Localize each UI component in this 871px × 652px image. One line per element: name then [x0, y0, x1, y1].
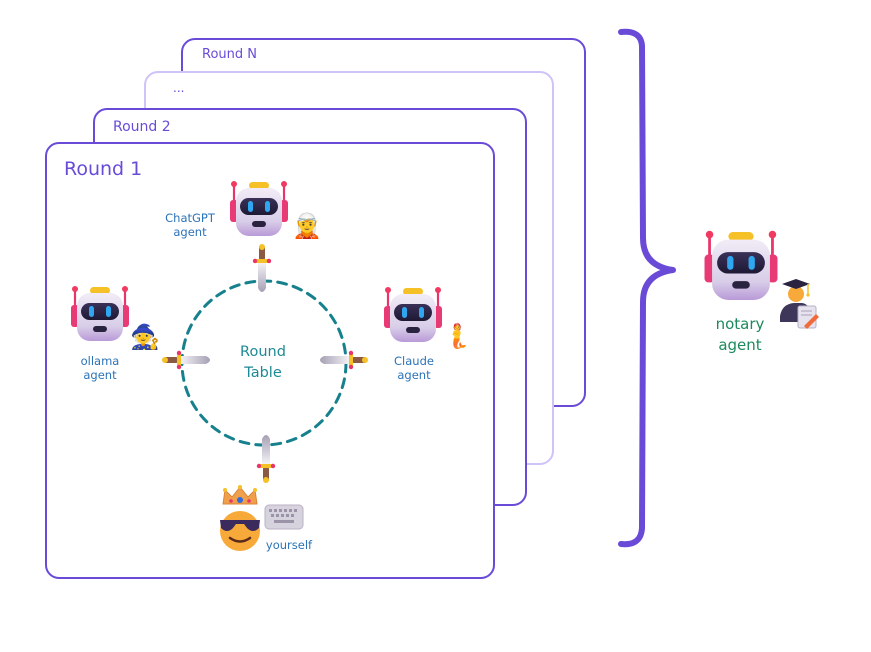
round-title: Round 2	[113, 119, 171, 135]
crowned-sunglasses-face-icon	[220, 485, 260, 551]
yourself-label: yourself	[265, 538, 313, 552]
label-line: ChatGPT	[165, 211, 215, 225]
round-table-label-line1: Round	[240, 344, 286, 360]
curly-brace	[618, 28, 676, 548]
claude-robot-icon	[382, 286, 444, 344]
chatgpt-robot-icon	[228, 180, 290, 238]
mage-icon: 🧙	[130, 323, 160, 351]
dagger-icon	[252, 244, 272, 298]
ollama-agent-label: ollama agent	[62, 354, 138, 382]
merman-icon: 🧜	[442, 322, 472, 350]
round-title: Round N	[202, 47, 257, 62]
notary-robot-icon	[702, 228, 780, 304]
dagger-icon	[162, 350, 216, 370]
chatgpt-agent-label: ChatGPT agent	[152, 211, 228, 239]
dagger-icon	[256, 429, 276, 483]
label-line: agent	[83, 368, 117, 382]
dagger-icon	[314, 350, 368, 370]
notary-agent-label: notary agent	[700, 314, 780, 356]
elf-icon: 🧝	[292, 212, 322, 240]
claude-agent-label: Claude agent	[376, 354, 452, 382]
graduate-with-document-icon	[780, 279, 819, 329]
label-line: agent	[718, 336, 762, 354]
round-title: Round 1	[64, 158, 143, 180]
ollama-robot-icon	[69, 285, 131, 343]
keyboard-icon	[264, 504, 304, 530]
round-title: ...	[173, 81, 185, 95]
round-table-label: Round Table	[223, 342, 303, 384]
label-line: agent	[397, 368, 431, 382]
label-line: agent	[173, 225, 207, 239]
label-line: notary	[715, 315, 765, 333]
label-line: Claude	[394, 354, 434, 368]
label-line: ollama	[80, 354, 120, 368]
round-table-label-line2: Table	[244, 365, 282, 381]
